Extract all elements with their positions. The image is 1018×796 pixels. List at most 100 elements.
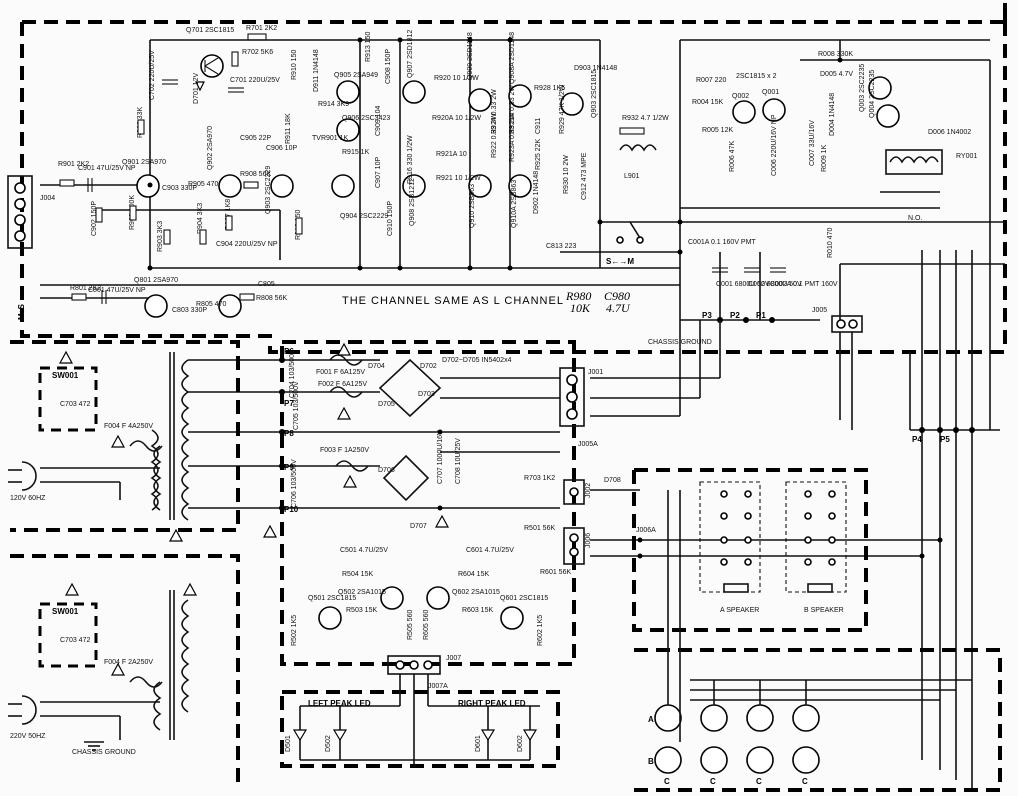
r922-label: R922 0.33 2W	[491, 113, 498, 158]
r914-label: R914 3K9	[318, 101, 349, 108]
r605-label: R605 560	[423, 610, 430, 640]
sw001-label-220: SW001	[52, 607, 79, 616]
r703-label: R703 1K2	[524, 475, 555, 482]
r504-label: R504 15K	[342, 571, 373, 578]
r005-label: R005 12K	[702, 127, 733, 134]
d701-label: D701 12V	[193, 73, 200, 104]
voltage-220-label: 220V 50HZ	[10, 733, 46, 740]
d005-label: D005 4.7V	[820, 71, 853, 78]
q004-label: Q004 2SC2235	[869, 70, 876, 118]
r501-label: R501 56K	[524, 525, 555, 532]
c980-handwritten: C980	[604, 289, 630, 303]
d708-label: D708	[604, 477, 621, 484]
s-m-switch-label: S←→M	[606, 257, 634, 266]
f004-label-220: F004 F 2A250V	[104, 659, 153, 666]
left-peak-led-label: LEFT PEAK LED	[308, 699, 371, 708]
q909-label: Q909 2SD1148	[467, 32, 474, 80]
f004-fuse-220	[129, 676, 163, 688]
speaker-rails	[839, 250, 1000, 790]
c705-label: C705 103/500V	[293, 381, 300, 430]
q701-label: Q701 2SC1815	[186, 27, 234, 34]
mains-120-border	[10, 340, 240, 532]
j005-label: J005	[812, 307, 827, 314]
l901-coil	[619, 127, 657, 152]
c703-label-220: C703 472	[60, 637, 90, 644]
f004-label-120: F004 F 4A250V	[104, 423, 153, 430]
r924-label: R924 0.33 2W	[491, 89, 498, 134]
driver-transistors	[136, 80, 584, 318]
r929-label: R929 47K 1/2W	[559, 84, 566, 134]
terminal-icon	[792, 746, 820, 774]
r911-label: R911 18K	[285, 113, 292, 144]
r921-label: R921 10 1/2W	[436, 175, 481, 182]
primary-coil-220	[153, 681, 162, 731]
p2-label: P2	[730, 311, 740, 320]
c708-label: C708 10U/25V	[455, 438, 462, 484]
chassis-ground-label: CHASSIS GROUND	[72, 749, 136, 756]
c902-label: C902 150P	[91, 201, 98, 236]
s-m-switch[interactable]	[616, 221, 644, 244]
channel-note: THE CHANNEL SAME AS L CHANNEL	[342, 295, 564, 307]
terminal-icon	[700, 704, 728, 732]
r921a2-label: R921A 10	[436, 151, 467, 158]
r603-label: R603 15K	[462, 607, 493, 614]
terminal-a-icon	[654, 704, 682, 732]
a-speaker-label: A SPEAKER	[720, 607, 759, 614]
j004-connector	[7, 175, 33, 249]
q904-label: Q904 2SC2229	[340, 213, 388, 220]
filter-caps	[712, 267, 786, 273]
p10-label: P10	[284, 505, 299, 514]
c707-label: C707 1000U/16V	[437, 430, 444, 484]
d703-label: D703	[418, 391, 435, 398]
j001-connector	[559, 367, 585, 427]
led-icon	[480, 729, 496, 742]
warning-icon	[110, 434, 126, 448]
r928-label: R928 1K5	[534, 85, 565, 92]
c701-label: C701 220U/25V	[230, 77, 280, 84]
power-rails	[188, 320, 940, 557]
l901-label: L901	[624, 173, 640, 180]
j005a-label: J005A	[578, 441, 598, 448]
d601-label: D601	[475, 735, 482, 752]
sw001-label-120: SW001	[52, 371, 79, 380]
power-board-border	[280, 340, 576, 666]
q903b-label: Q903 2SC2229	[265, 166, 272, 214]
warning-icon	[262, 524, 278, 538]
c904-label: C904 220U/25V NP	[216, 241, 278, 248]
plug-icon-120	[8, 461, 37, 491]
secondary-coil-220	[181, 599, 190, 713]
p1-label: P1	[756, 311, 766, 320]
r007-label: R007 220	[696, 77, 726, 84]
r921a-label: R921A 0.33 2W	[509, 85, 516, 134]
c906-label: C906 10P	[266, 145, 297, 152]
fuses	[329, 354, 369, 472]
c702-label: C702 220U/25V	[149, 50, 156, 100]
d501-label: D501	[285, 735, 292, 752]
peak-led-wiring	[299, 674, 540, 766]
p9-label: P9	[284, 463, 294, 472]
r907-label: R907 1K8	[225, 199, 232, 230]
r905-label: R905 470	[188, 181, 218, 188]
warning-icons	[58, 342, 450, 676]
c703-label-120: C703 472	[60, 401, 90, 408]
q910-label: Q910 2SB863	[469, 184, 476, 228]
c001-label: C001 6800U 50V	[716, 281, 770, 288]
q903-label: Q903 2SC1815	[591, 70, 598, 118]
mvs-label: M↕S	[17, 303, 26, 320]
r503-label: R503 15K	[346, 607, 377, 614]
warning-icon	[434, 514, 450, 528]
input-stage-parts	[59, 119, 303, 304]
q801-label: Q801 2SA970	[134, 277, 178, 284]
p6-label: P6	[284, 347, 294, 356]
d911-label: D911 1N4148	[313, 49, 320, 92]
j002-connector	[563, 479, 585, 505]
q-pair-label: 2SC1815 x 2	[736, 73, 777, 80]
c980-value: 4.7U	[606, 301, 631, 315]
primary-coil-120	[153, 445, 162, 511]
c706-label: C706 103/500V	[291, 459, 298, 508]
r004-label: R004 15K	[692, 99, 723, 106]
terminal-c-label: C	[710, 777, 716, 786]
r915-label: R915 1K	[342, 149, 370, 156]
q905-label: Q905 2SA949	[334, 72, 378, 79]
